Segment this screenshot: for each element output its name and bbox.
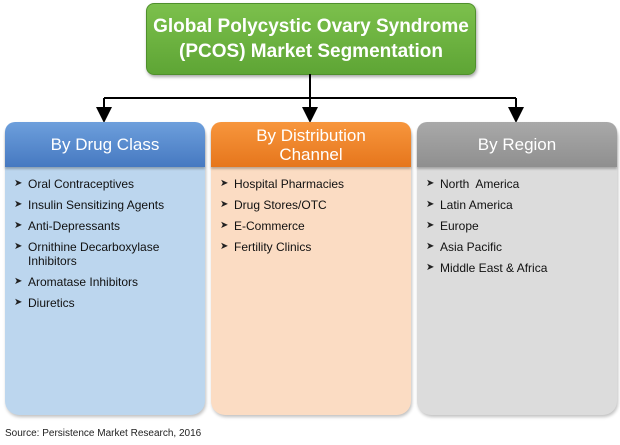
segment-header-line: By Drug Class <box>50 135 160 154</box>
list-item: ➤ Diuretics <box>14 296 200 310</box>
list-item-label: Oral Contraceptives <box>28 177 135 191</box>
list-item-label: Latin America <box>440 198 513 212</box>
list-item: ➤ Insulin Sensitizing Agents <box>14 198 200 212</box>
source-note: Source: Persistence Market Research, 201… <box>5 428 202 439</box>
list-item-label: Anti-Depressants <box>28 219 121 233</box>
segment-header-line: By Distribution <box>256 125 366 145</box>
segment-list-distribution-channel: ➤ Hospital Pharmacies ➤ Drug Stores/OTC ➤ E… <box>220 177 406 261</box>
list-item: ➤ E-Commerce <box>220 219 406 233</box>
arrowhead-bullet-icon: ➤ <box>426 262 435 273</box>
title-line-1: Global Polycystic Ovary Syndrome <box>153 16 469 37</box>
list-item: ➤ Aromatase Inhibitors <box>14 275 200 289</box>
list-item-label: Insulin Sensitizing Agents <box>28 198 165 212</box>
list-item-label: Asia Pacific <box>440 240 503 254</box>
list-item-label: North America <box>440 177 520 191</box>
arrowhead-bullet-icon: ➤ <box>14 199 23 210</box>
segment-card-drug-class: By Drug Class ➤ Oral Contraceptives ➤ Insu… <box>5 122 205 415</box>
list-item-label: Diuretics <box>28 296 75 310</box>
diagram-title: Global Polycystic Ovary Syndrome (PCOS) … <box>146 3 476 75</box>
segment-header-line: By Region <box>477 135 557 154</box>
list-item: ➤ Middle East & Africa <box>426 261 612 275</box>
list-item: ➤ Drug Stores/OTC <box>220 198 406 212</box>
arrowhead-bullet-icon: ➤ <box>14 297 23 308</box>
title-line-2: (PCOS) Market Segmentation <box>179 41 443 62</box>
arrowhead-bullet-icon: ➤ <box>14 241 23 252</box>
arrowhead-bullet-icon: ➤ <box>14 220 23 231</box>
list-item-label: Drug Stores/OTC <box>234 198 327 212</box>
arrowhead-bullet-icon: ➤ <box>14 276 23 287</box>
segment-header-line: Channel <box>279 144 343 164</box>
list-item: ➤ Europe <box>426 219 612 233</box>
list-item-label: Fertility Clinics <box>234 240 312 254</box>
segment-list-region: ➤ North America ➤ Latin America ➤ Europe ➤ A… <box>426 177 612 282</box>
arrowhead-bullet-icon: ➤ <box>220 199 229 210</box>
arrowhead-bullet-icon: ➤ <box>220 220 229 231</box>
segment-card-region: By Region ➤ North America ➤ Latin America … <box>417 122 617 415</box>
segment-header-region: By Region <box>417 122 617 167</box>
segment-header-drug-class: By Drug Class <box>5 122 205 167</box>
list-item: ➤ Asia Pacific <box>426 240 612 254</box>
segment-header-distribution-channel: By Distribution Channel <box>211 122 411 167</box>
list-item: ➤ Latin America <box>426 198 612 212</box>
list-item-label: Ornithine Decarboxylase Inhibitors <box>28 240 160 268</box>
list-item: ➤ Oral Contraceptives <box>14 177 200 191</box>
list-item: ➤ North America <box>426 177 612 191</box>
arrowhead-bullet-icon: ➤ <box>220 178 229 189</box>
arrowhead-bullet-icon: ➤ <box>220 241 229 252</box>
list-item-label: Hospital Pharmacies <box>234 177 345 191</box>
list-item-label: E-Commerce <box>234 219 305 233</box>
segment-list-drug-class: ➤ Oral Contraceptives ➤ Insulin Sensitizin… <box>14 177 200 317</box>
list-item: ➤ Fertility Clinics <box>220 240 406 254</box>
arrowhead-bullet-icon: ➤ <box>426 199 435 210</box>
list-item-label: Europe <box>440 219 479 233</box>
list-item: ➤ Hospital Pharmacies <box>220 177 406 191</box>
arrowhead-bullet-icon: ➤ <box>426 178 435 189</box>
arrowhead-bullet-icon: ➤ <box>14 178 23 189</box>
arrowhead-bullet-icon: ➤ <box>426 220 435 231</box>
arrowhead-bullet-icon: ➤ <box>426 241 435 252</box>
list-item-label: Aromatase Inhibitors <box>28 275 139 289</box>
segment-card-distribution-channel: By Distribution Channel ➤ Hospital Pharma… <box>211 122 411 415</box>
list-item: ➤ Anti-Depressants <box>14 219 200 233</box>
list-item: ➤ Ornithine Decarboxylase Inhibitors <box>14 240 200 268</box>
list-item-label: Middle East & Africa <box>440 261 548 275</box>
